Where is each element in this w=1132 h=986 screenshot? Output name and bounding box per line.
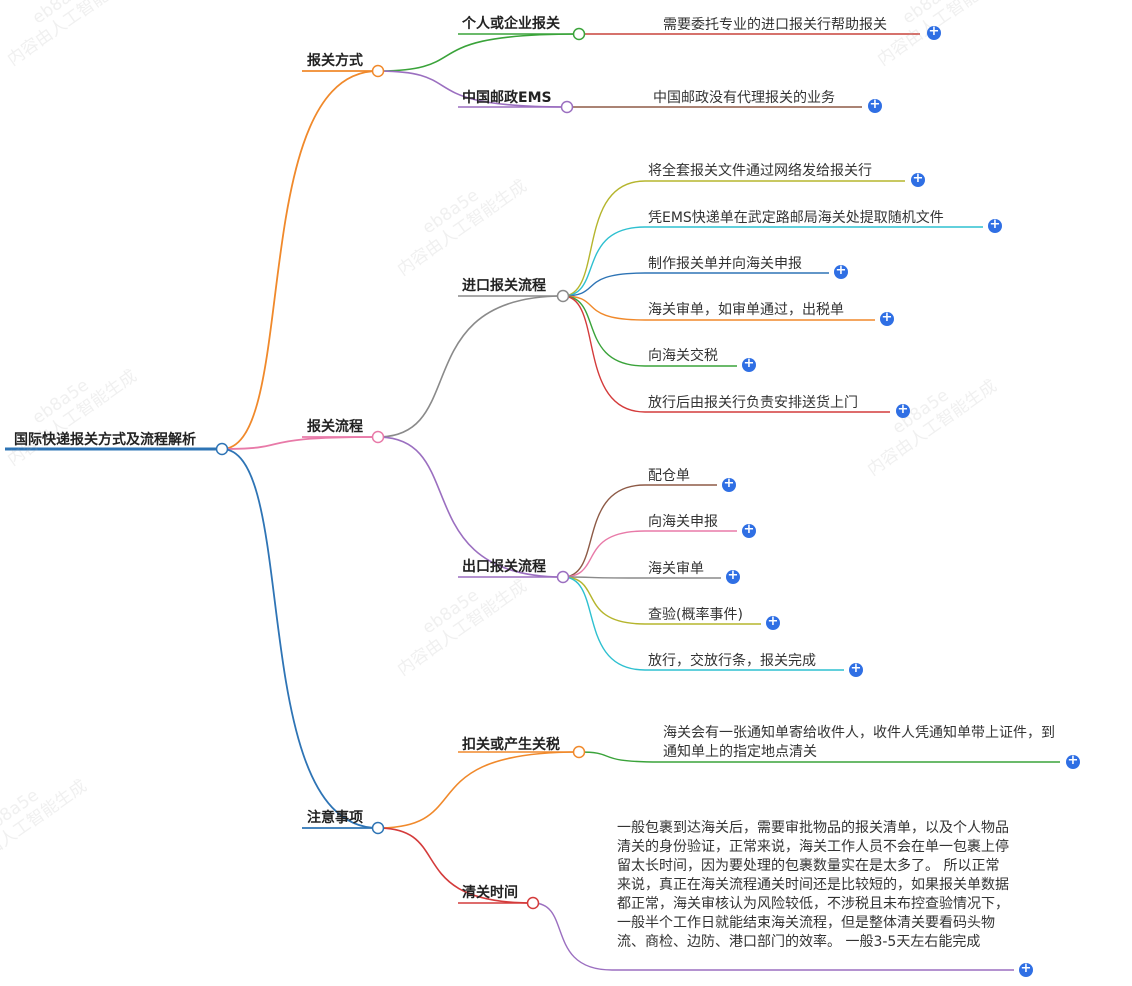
collapse-handle[interactable] xyxy=(572,27,586,41)
connector xyxy=(562,226,646,297)
connector xyxy=(377,70,568,108)
collapse-handle[interactable] xyxy=(215,442,229,456)
branch-node-notes[interactable]: 注意事项 xyxy=(307,810,363,826)
leaf-node[interactable]: 制作报关单并向海关申报 xyxy=(648,256,802,272)
leaf-node[interactable]: 将全套报关文件通过网络发给报关行 xyxy=(648,163,872,179)
expand-button[interactable]: + xyxy=(766,614,780,630)
branch-connector xyxy=(221,448,379,829)
expand-button[interactable]: + xyxy=(880,310,894,326)
branch-connector xyxy=(221,70,379,450)
leaf-node[interactable]: 海关审单 xyxy=(648,561,704,577)
leaf-node[interactable]: 向海关交税 xyxy=(648,348,718,364)
expand-button[interactable]: + xyxy=(896,402,910,418)
connector xyxy=(562,576,646,625)
collapse-handle[interactable] xyxy=(371,64,385,78)
leaf-node[interactable]: 查验(概率事件) xyxy=(648,607,743,623)
expand-button[interactable]: + xyxy=(927,24,941,40)
expand-button[interactable]: + xyxy=(1066,753,1080,769)
subnode-personal-enterprise[interactable]: 个人或企业报关 xyxy=(462,16,560,32)
connector xyxy=(562,272,646,297)
subnode-detention-duty[interactable]: 扣关或产生关税 xyxy=(462,737,560,753)
expand-button[interactable]: + xyxy=(868,97,882,113)
collapse-handle[interactable] xyxy=(556,570,570,584)
connector xyxy=(377,436,564,578)
expand-button[interactable]: + xyxy=(726,568,740,584)
leaf-node[interactable]: 海关会有一张通知单寄给收件人，收件人凭通知单带上证件，到通知单上的指定地点清关 xyxy=(663,725,1055,760)
connector xyxy=(562,295,646,321)
leaf-node[interactable]: 一般包裹到达海关后，需要审批物品的报关清单，以及个人物品清关的身份验证，正常来说… xyxy=(617,820,1009,950)
leaf-node[interactable]: 向海关申报 xyxy=(648,514,718,530)
expand-button[interactable]: + xyxy=(849,661,863,677)
expand-button[interactable]: + xyxy=(742,522,756,538)
branch-node-process[interactable]: 报关流程 xyxy=(307,419,363,435)
connector xyxy=(562,530,646,578)
connector xyxy=(562,576,646,579)
connector xyxy=(562,295,646,413)
collapse-handle[interactable] xyxy=(371,821,385,835)
collapse-handle[interactable] xyxy=(572,745,586,759)
collapse-handle[interactable] xyxy=(526,896,540,910)
leaf-node[interactable]: 放行后由报关行负责安排送货上门 xyxy=(648,395,858,411)
connector xyxy=(377,827,534,904)
leaf-node[interactable]: 配仓单 xyxy=(648,468,690,484)
leaf-node[interactable]: 中国邮政没有代理报关的业务 xyxy=(653,90,835,106)
connector xyxy=(377,295,564,438)
expand-button[interactable]: + xyxy=(911,171,925,187)
collapse-handle[interactable] xyxy=(560,100,574,114)
connector xyxy=(377,751,580,829)
expand-button[interactable]: + xyxy=(1019,961,1033,977)
expand-button[interactable]: + xyxy=(834,263,848,279)
connector xyxy=(562,180,646,297)
branch-connector xyxy=(221,436,379,450)
subnode-china-post-ems[interactable]: 中国邮政EMS xyxy=(462,90,552,106)
root-node[interactable]: 国际快递报关方式及流程解析 xyxy=(14,432,196,448)
collapse-handle[interactable] xyxy=(556,289,570,303)
connector xyxy=(377,33,580,72)
leaf-node[interactable]: 需要委托专业的进口报关行帮助报关 xyxy=(663,17,887,33)
leaf-node[interactable]: 凭EMS快递单在武定路邮局海关处提取随机文件 xyxy=(648,210,944,226)
expand-button[interactable]: + xyxy=(988,217,1002,233)
expand-button[interactable]: + xyxy=(742,356,756,372)
leaf-node[interactable]: 放行，交放行条，报关完成 xyxy=(648,653,816,669)
connector xyxy=(562,484,646,578)
subnode-clearance-time[interactable]: 清关时间 xyxy=(462,885,518,901)
subnode-export-process[interactable]: 出口报关流程 xyxy=(462,559,546,575)
connector xyxy=(562,576,646,671)
leaf-node[interactable]: 海关审单，如审单通过，出税单 xyxy=(648,302,844,318)
connector xyxy=(578,751,661,763)
collapse-handle[interactable] xyxy=(371,430,385,444)
subnode-import-process[interactable]: 进口报关流程 xyxy=(462,278,546,294)
branch-node-method[interactable]: 报关方式 xyxy=(307,53,363,69)
expand-button[interactable]: + xyxy=(722,476,736,492)
connector xyxy=(532,902,613,971)
connector xyxy=(562,295,646,367)
